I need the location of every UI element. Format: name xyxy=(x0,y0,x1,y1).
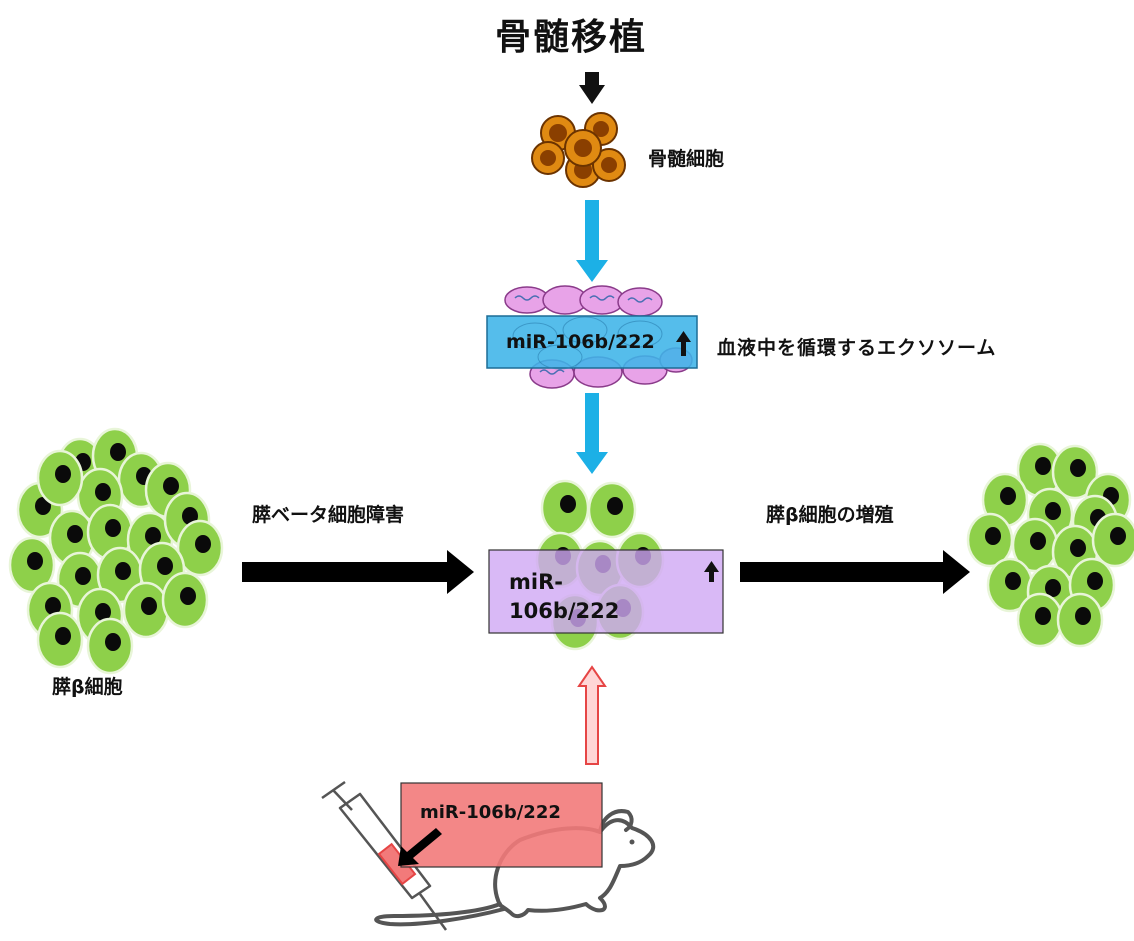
beta-cell xyxy=(36,449,84,507)
beta-cell-nucleus xyxy=(163,477,179,495)
injury-label: 膵ベータ細胞障害 xyxy=(252,504,405,526)
beta-cell-nucleus xyxy=(1030,532,1046,550)
injection-pointer-arrow xyxy=(398,828,442,866)
beta-cell-nucleus xyxy=(105,633,121,651)
blue-arrow-to-exosome xyxy=(576,200,608,282)
mouse-ear xyxy=(598,809,634,834)
syringe-handle xyxy=(321,780,346,800)
beta-cell-nucleus xyxy=(607,497,623,515)
beta-cell xyxy=(1091,512,1134,568)
exosome-mirna-text: miR-106b/222 xyxy=(506,331,655,353)
beta-cell-nucleus xyxy=(110,443,126,461)
beta-cell-nucleus xyxy=(35,497,51,515)
beta-cell-nucleus xyxy=(1087,572,1103,590)
beta-cell xyxy=(36,611,84,669)
beta-cell-nucleus xyxy=(1070,459,1086,477)
beta-cell xyxy=(981,472,1029,528)
beta-cell-nucleus xyxy=(1000,487,1016,505)
mouse-tail xyxy=(374,902,506,927)
exosome-label: 血液中を循環するエクソソーム xyxy=(717,337,997,359)
beta-cell-label: 膵β細胞 xyxy=(52,676,123,698)
beta-cell-nucleus xyxy=(180,587,196,605)
beta-cell-nucleus xyxy=(105,519,121,537)
bone-marrow-cell xyxy=(564,129,602,167)
syringe-needle xyxy=(418,893,448,931)
beta-cell xyxy=(1016,592,1064,648)
exosome-inner-outlines xyxy=(512,316,663,370)
beta-cell xyxy=(86,617,134,675)
proliferation-arrow xyxy=(740,550,970,594)
bone-marrow-cell-label: 骨髄細胞 xyxy=(648,148,725,170)
left-beta-cell-cluster xyxy=(8,427,224,675)
beta-cell-nucleus xyxy=(45,597,61,615)
bone-marrow-cell xyxy=(531,141,565,175)
red-hollow-arrow xyxy=(577,665,607,765)
beta-cell xyxy=(122,581,170,639)
beta-cell-nucleus xyxy=(75,567,91,585)
injection-mirna-text: miR-106b/222 xyxy=(420,802,561,823)
beta-cell-nucleus xyxy=(195,535,211,553)
proliferation-label: 膵β細胞の増殖 xyxy=(766,504,894,526)
center-mirna-box xyxy=(488,549,724,634)
title-down-arrow xyxy=(579,72,605,104)
beta-cell-nucleus xyxy=(1070,539,1086,557)
beta-cell-nucleus xyxy=(1035,457,1051,475)
center-mirna-text: miR-106b/222 xyxy=(509,570,620,623)
beta-cell xyxy=(176,519,224,577)
beta-cell-nucleus xyxy=(67,525,83,543)
beta-cell-nucleus xyxy=(560,495,576,513)
beta-cell xyxy=(587,481,637,539)
beta-cell xyxy=(86,503,134,561)
syringe-plunger xyxy=(332,789,353,811)
beta-cell-nucleus xyxy=(1075,607,1091,625)
beta-cell xyxy=(1056,592,1104,648)
diagram-title: 骨髄移植 xyxy=(495,17,648,58)
beta-cell-nucleus xyxy=(95,603,111,621)
beta-cell xyxy=(161,571,209,629)
beta-cell xyxy=(540,479,590,537)
beta-cell-nucleus xyxy=(1005,572,1021,590)
center-up-arrow xyxy=(704,561,719,582)
beta-cell-nucleus xyxy=(141,597,157,615)
injection-mirna-box xyxy=(400,782,603,868)
beta-cell-nucleus xyxy=(182,507,198,525)
beta-cell-nucleus xyxy=(27,552,43,570)
beta-cell-nucleus xyxy=(1045,579,1061,597)
exosome xyxy=(617,287,663,317)
beta-cell-nucleus xyxy=(145,527,161,545)
beta-cell xyxy=(8,536,56,594)
bone-marrow-cell xyxy=(592,148,626,182)
beta-cell-nucleus xyxy=(115,562,131,580)
beta-cell-nucleus xyxy=(157,557,173,575)
injury-arrow xyxy=(242,550,474,594)
right-beta-cell-cluster xyxy=(966,442,1134,648)
beta-cell-nucleus xyxy=(55,465,71,483)
beta-cell-nucleus xyxy=(985,527,1001,545)
beta-cell-nucleus xyxy=(95,483,111,501)
bone-marrow-cell-cluster xyxy=(531,112,626,188)
beta-cell xyxy=(1051,444,1099,500)
beta-cell xyxy=(966,512,1014,568)
beta-cell-nucleus xyxy=(1110,527,1126,545)
exosome xyxy=(579,285,625,315)
beta-cell-nucleus xyxy=(55,627,71,645)
beta-cell-nucleus xyxy=(1045,502,1061,520)
mouse-eye xyxy=(629,839,635,845)
exosome-up-arrow xyxy=(676,331,691,356)
blue-arrow-to-beta-cells xyxy=(576,393,608,474)
beta-cell-nucleus xyxy=(1035,607,1051,625)
